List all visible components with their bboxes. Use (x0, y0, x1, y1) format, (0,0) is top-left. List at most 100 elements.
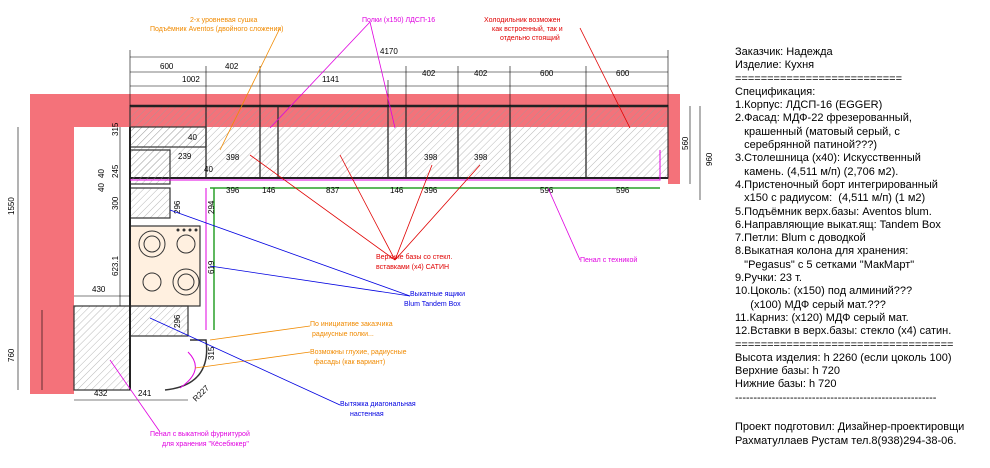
spec-line: 11.Карниз: (х120) МДФ серый мат. (735, 311, 909, 324)
dim-upper-4: 402 (474, 69, 488, 78)
spec-line: ========================== (735, 72, 903, 85)
spec-line: ----------------------------------------… (735, 391, 937, 404)
note-init-1: По инициативе заказчика (310, 321, 393, 328)
spec-line: 7.Петли: Blum с доводкой (735, 232, 866, 245)
dim-upper-2: 402 (225, 62, 239, 71)
dim-upper-6: 600 (616, 69, 630, 78)
spec-line: 6.Направляющие выкат.ящ: Tandem Box (735, 218, 941, 231)
spec-line: 12.Вставки в верх.базы: стекло (х4) сати… (735, 325, 952, 338)
spec-line: Верхние базы: h 720 (735, 365, 840, 378)
dim-left-430: 430 (92, 285, 106, 294)
dim-inner-146b: 146 (390, 186, 404, 195)
dim-inner-398c: 398 (474, 153, 488, 162)
spec-line: 2.Фасад: МДФ-22 фрезерованный, (735, 112, 912, 125)
dim-upper-1: 600 (160, 62, 174, 71)
dim-left-2: 40 (97, 169, 106, 178)
dim-upper-3: 402 (422, 69, 436, 78)
cabinet-left-2 (129, 149, 171, 185)
note-vykat-2: Blum Tandem Box (404, 301, 461, 308)
wall-right (668, 94, 680, 184)
note-verh-1: Верхние базы со стекл. (376, 253, 453, 261)
dim-inner-40a: 40 (188, 133, 197, 142)
cabinet-upper-4 (387, 105, 407, 179)
spec-line: 8.Выкатная колона для хранения: (735, 245, 909, 258)
dim-left-6: 623.1 (111, 255, 120, 276)
dim-inner-146a: 146 (262, 186, 276, 195)
note-penal-vyk-1: Пенал с выкатной фурнитурой (150, 430, 250, 438)
spec-line: камень. (4,511 м/п) (2,706 м2). (735, 165, 899, 178)
dim-inner-619: 619 (207, 260, 216, 274)
note-init-2: радиусные полки... (312, 331, 374, 338)
designer-footer: Проект подготовил: Дизайнер-проектировщи… (735, 420, 990, 448)
dim-inner-396b: 396 (424, 186, 438, 195)
dim-inner-398a: 398 (226, 153, 240, 162)
cabinet-upper-7 (509, 105, 587, 179)
footer-line-2: Рахматуллаев Рустам тел.8(938)294-38-06. (735, 435, 957, 447)
note-vytyazhka-1: Вытяжка диагональная (340, 401, 416, 408)
hob (138, 228, 200, 296)
hob-burner-1 (138, 230, 166, 258)
dim-inner-296b: 296 (173, 314, 182, 328)
note-holod-2: как встроенный, так и (492, 25, 563, 33)
note-penal-vyk-2: для хранения "Кёсебюкер" (162, 440, 249, 448)
hob-burner-4 (172, 268, 200, 296)
note-sushka-1: 2-х уровневая сушка (190, 17, 257, 24)
dim-inner-596a: 596 (540, 186, 554, 195)
hob-burner-3 (142, 272, 162, 292)
spec-line: 1.Корпус: ЛДСП-16 (EGGER) (735, 99, 883, 112)
dim-inner-239: 239 (178, 152, 192, 161)
cabinet-left-3 (129, 187, 171, 219)
dim-right-560: 560 (681, 136, 690, 150)
note-penal-tech: Пенал с техникой (580, 256, 637, 264)
cabinet-upper-3 (259, 105, 279, 179)
spec-line: серебрянной патиной???) (735, 139, 877, 152)
dim-left-5: 300 (111, 196, 120, 210)
dim-inner-296a: 296 (173, 200, 182, 214)
cabinet-upper-5 (405, 105, 459, 179)
note-polki: Полки (х150) ЛДСП-16 (362, 17, 435, 24)
dim-left-3: 245 (111, 164, 120, 178)
dim-bottom-241: 241 (138, 389, 152, 398)
leader-lines (109, 21, 631, 433)
spec-line: х150 с радиусом: (4,511 м/п) (1 м2) (735, 192, 926, 205)
spec-line: Спецификация: (735, 85, 816, 98)
cabinet-upper-2 (205, 105, 261, 179)
spec-line: Изделие: Кухня (735, 59, 815, 72)
dim-overall-width: 4170 (380, 47, 398, 56)
note-sushka-2: Подъёмник Aventos (двойного сложения) (150, 25, 283, 33)
dim-left-1: 315 (111, 122, 120, 136)
cabinet-upper-6 (457, 105, 511, 179)
spec-line: ================================== (735, 338, 954, 351)
spec-line: Нижние базы: h 720 (735, 378, 837, 391)
note-holod-3: отдельно стоящий (500, 34, 560, 42)
spec-line: 5.Подъёмник верх.базы: Aventos blum. (735, 205, 932, 218)
dimension-lines (17, 50, 701, 401)
dim-upper-5: 600 (540, 69, 554, 78)
dim-lower-1: 1002 (182, 75, 200, 84)
dim-left-bottom: 760 (7, 348, 16, 362)
spec-line: крашенный (матовый серый, с (735, 125, 900, 138)
dim-inner-398b: 398 (424, 153, 438, 162)
dim-radius: R227 (191, 383, 211, 403)
dim-inner-396a: 396 (226, 186, 240, 195)
note-vytyazhka-2: настенная (350, 411, 384, 418)
note-vozm-1: Возможны глухие, радиусные (310, 349, 407, 356)
dim-inner-315: 315 (207, 346, 216, 360)
dim-inner-294: 294 (207, 200, 216, 214)
hob-burner-2 (176, 234, 196, 254)
dim-right-960: 960 (705, 152, 714, 166)
spec-line: Высота изделия: h 2260 (если цоколь 100) (735, 351, 952, 364)
dim-left-4: 40 (97, 183, 106, 192)
spec-line: (х100) МДФ серый мат.??? (735, 298, 886, 311)
spec-line: 3.Столешница (х40): Искусственный (735, 152, 921, 165)
cabinet-upper-8 (585, 105, 669, 179)
dim-left-overall: 1550 (7, 197, 16, 215)
dim-inner-837: 837 (326, 186, 340, 195)
dim-lower-2: 1141 (322, 75, 340, 84)
dimension-labels: 4170 600 402 402 402 600 600 1002 1141 1… (7, 47, 714, 403)
spec-line: 10.Цоколь: (х150) под алминий??? (735, 285, 913, 298)
note-vozm-2: фасады (как вариант) (314, 359, 385, 366)
countertop-outline (130, 150, 661, 391)
spec-line: 4.Пристеночный борт интегрированный (735, 178, 938, 191)
